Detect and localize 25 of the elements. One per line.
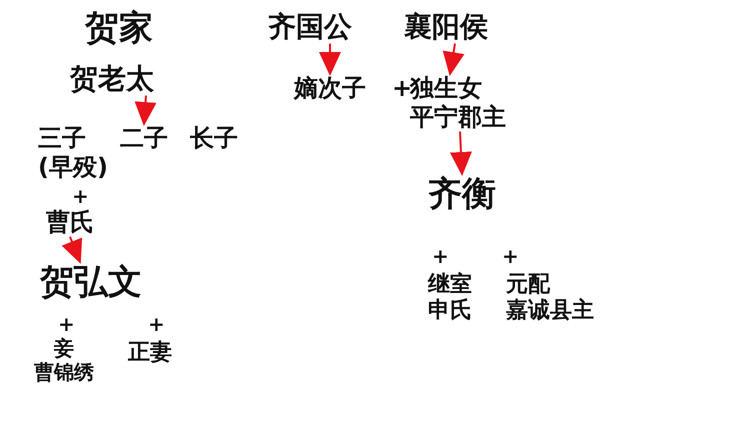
- person-name: 曹氏: [46, 208, 94, 237]
- arrow: [134, 96, 157, 126]
- arrow: [62, 236, 82, 264]
- person-name: 二子: [120, 124, 168, 153]
- person-name: 襄阳侯: [404, 10, 488, 44]
- plus-sign: +: [58, 312, 75, 336]
- person-name: 三子 (早殁): [38, 124, 108, 182]
- plus-sign: +: [72, 184, 89, 208]
- plus-sign: +: [148, 312, 165, 336]
- person-name: 妾 曹锦绣: [22, 336, 106, 384]
- person-name: 正妻: [128, 340, 172, 366]
- plus-sign: +: [502, 244, 519, 268]
- person-name: 嫡次子: [294, 74, 366, 103]
- arrow: [319, 44, 341, 76]
- arrow: [442, 43, 464, 76]
- person-name: 贺弘文: [40, 262, 142, 303]
- person-name: 元配 嘉诚县主: [506, 272, 606, 325]
- person-name: 继室 申氏: [428, 272, 484, 325]
- person-name: 齐国公: [268, 10, 352, 44]
- arrow: [450, 132, 472, 176]
- person-name: 齐衡: [428, 174, 496, 215]
- plus-sign: +: [432, 244, 449, 268]
- person-name: 长子: [190, 124, 238, 153]
- family-heading: 贺家: [85, 8, 153, 49]
- person-name: 贺老太: [70, 62, 154, 96]
